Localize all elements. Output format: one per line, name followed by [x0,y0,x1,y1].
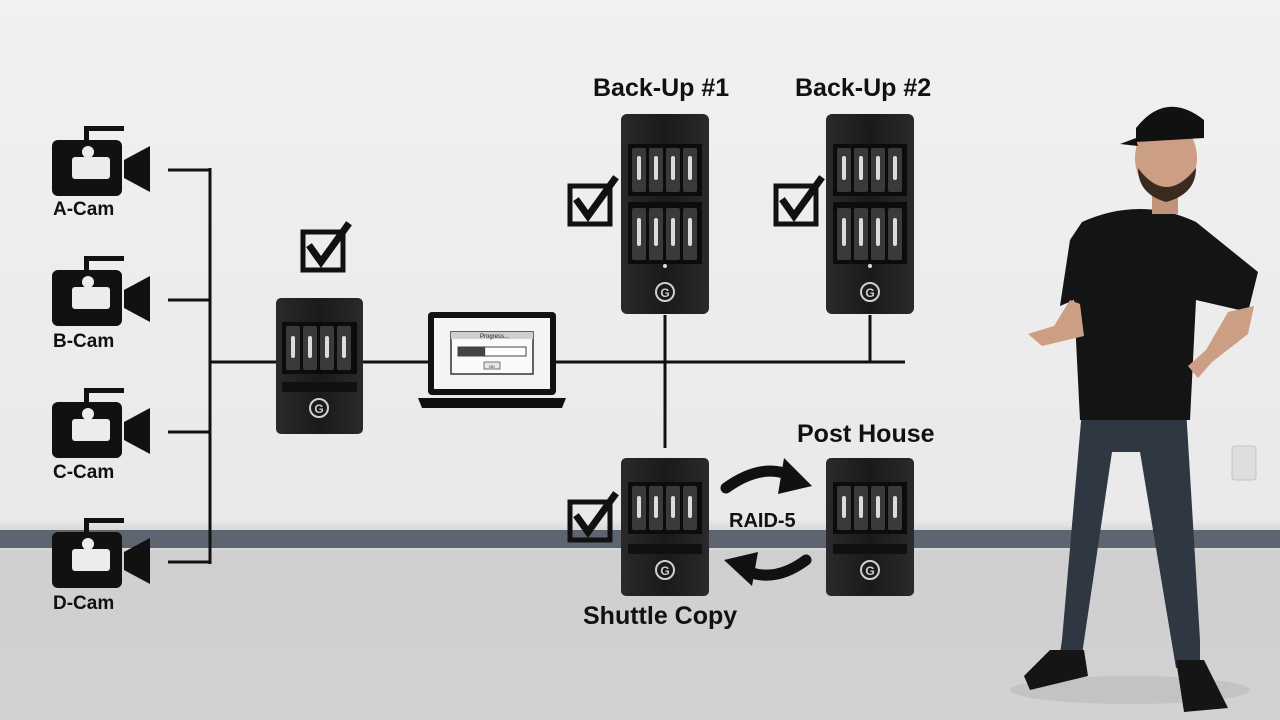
d-cam-icon [52,518,150,588]
progress-dialog-button: OK [489,364,495,369]
shuttle-raid-icon: G [621,458,709,596]
ingest-check-icon [303,226,347,270]
presenter-figure-icon [1010,106,1258,712]
c-cam-icon [52,388,150,458]
post-house-label: Post House [797,420,935,448]
wall-outlet [1231,445,1257,481]
a-cam-label: A-Cam [53,199,115,220]
connection-lines [168,168,905,564]
backup2-label: Back-Up #2 [795,74,932,102]
ingest-raid-icon: G [276,298,363,434]
c-cam-label: C-Cam [53,462,115,483]
svg-text:G: G [314,402,323,416]
backup2-raid-icon: G [826,114,914,314]
laptop-icon: Progress... OK [418,312,566,408]
svg-text:G: G [660,286,669,300]
svg-text:G: G [865,286,874,300]
backup1-label: Back-Up #1 [593,74,730,102]
shuttle-copy-label: Shuttle Copy [583,602,738,630]
backup1-raid-icon: G [621,114,709,314]
b-cam-icon [52,256,150,326]
svg-text:G: G [865,564,874,578]
backup2-check-icon [776,180,820,224]
transfer-arrow-to-shuttle-icon [724,552,812,586]
transfer-arrow-to-post-icon [720,458,812,494]
svg-text:G: G [660,564,669,578]
raid-5-label: RAID-5 [729,510,796,532]
d-cam-label: D-Cam [53,593,115,614]
progress-bar-fill [458,347,486,356]
a-cam-icon [52,126,150,196]
backup1-check-icon [570,180,614,224]
progress-dialog-title: Progress... [480,334,509,340]
post-house-raid-icon: G [826,458,914,596]
b-cam-label: B-Cam [53,331,115,352]
